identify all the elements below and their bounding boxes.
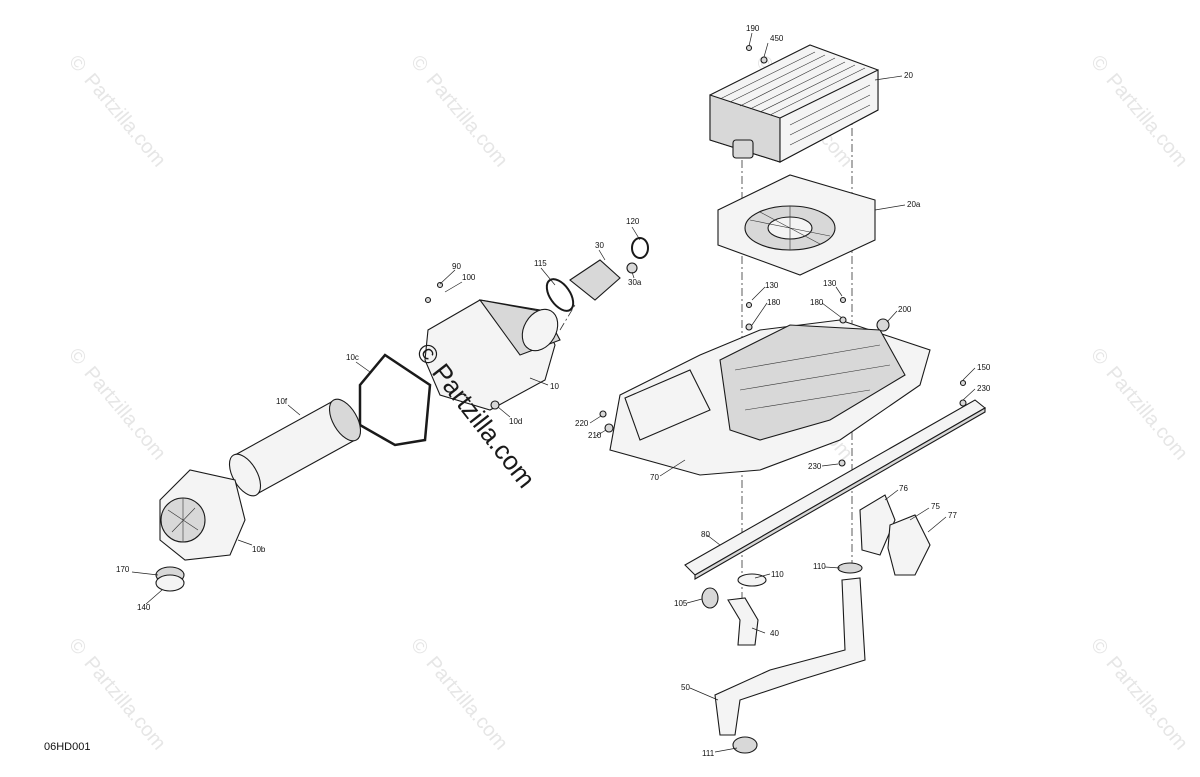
watermark-text: Partzilla.com (422, 652, 512, 754)
watermark-text: Partzilla.com (422, 69, 512, 171)
callout-100: 100 (462, 273, 476, 282)
callout-180-left: 180 (767, 298, 781, 307)
callout-190: 190 (746, 24, 760, 33)
callout-130-left: 130 (765, 281, 779, 290)
watermark-text: Partzilla.com (1102, 69, 1192, 171)
callout-90: 90 (452, 262, 461, 271)
copyright-icon: © (1086, 634, 1112, 660)
outlet-ducts (701, 562, 866, 754)
watermark-top-left: © Partzilla.com (64, 51, 170, 171)
watermark-text: Partzilla.com (1102, 362, 1192, 464)
callout-labels: 190 450 20 20a 120 30 115 30a 90 100 10c… (116, 24, 991, 758)
callout-220: 220 (575, 419, 589, 428)
callout-115: 115 (534, 259, 547, 268)
callout-20: 20 (904, 71, 913, 80)
intake-seal (155, 566, 185, 592)
copyright-icon: © (406, 51, 432, 77)
watermark-mid-left: © Partzilla.com (64, 344, 170, 464)
watermark-bottom-left: © Partzilla.com (64, 634, 170, 754)
copyright-icon: © (64, 344, 90, 370)
watermark-top-right: © Partzilla.com (1086, 51, 1192, 171)
callout-180-right: 180 (810, 298, 824, 307)
callout-230-top: 230 (977, 384, 991, 393)
copyright-icon: © (1086, 51, 1112, 77)
callout-130-right: 130 (823, 279, 837, 288)
callout-10d: 10d (509, 417, 522, 426)
callout-110-left: 110 (771, 570, 784, 579)
callout-50: 50 (681, 683, 690, 692)
callout-30: 30 (595, 241, 604, 250)
callout-76: 76 (899, 484, 908, 493)
diagram-code: 06HD001 (44, 741, 91, 753)
watermark-text: Partzilla.com (1102, 652, 1192, 754)
copyright-icon: © (1086, 344, 1112, 370)
intercooler-icon (709, 44, 879, 163)
callout-150: 150 (977, 363, 991, 372)
watermark-bottom-right: © Partzilla.com (1086, 634, 1192, 754)
airbox-housing (424, 299, 561, 411)
watermark-text: Partzilla.com (80, 69, 170, 171)
copyright-icon: © (64, 51, 90, 77)
filter-cover (159, 469, 246, 561)
leader-lines (131, 32, 976, 753)
callout-230-mid: 230 (808, 462, 822, 471)
callout-210: 210 (588, 431, 602, 440)
callout-10: 10 (550, 382, 559, 391)
watermark-top-center: © Partzilla.com (406, 51, 512, 171)
callout-105: 105 (674, 599, 688, 608)
callout-20a: 20a (907, 200, 921, 209)
fasteners (424, 44, 967, 467)
callout-110-right: 110 (813, 562, 826, 571)
callout-200: 200 (898, 305, 912, 314)
mounting-rail (684, 399, 986, 580)
watermark-mid-right: © Partzilla.com (1086, 344, 1192, 464)
callout-80: 80 (701, 530, 710, 539)
copyright-icon: © (64, 634, 90, 660)
callout-111: 111 (702, 749, 715, 758)
callout-75: 75 (931, 502, 940, 511)
airbox-tray (609, 319, 931, 476)
watermark-text: Partzilla.com (80, 362, 170, 464)
callout-70: 70 (650, 473, 659, 482)
callout-450: 450 (770, 34, 784, 43)
intake-coupler (545, 237, 649, 312)
callout-77: 77 (948, 511, 957, 520)
air-filter-icon (228, 398, 362, 497)
callout-10f: 10f (276, 397, 288, 406)
callout-10c: 10c (346, 353, 359, 362)
housing-gasket (358, 353, 432, 447)
watermark-text: Partzilla.com (80, 652, 170, 754)
callout-40: 40 (770, 629, 779, 638)
callout-170: 170 (116, 565, 130, 574)
copyright-icon: © (406, 634, 432, 660)
callout-120: 120 (626, 217, 640, 226)
callout-10b: 10b (252, 545, 266, 554)
watermark-bottom-center: © Partzilla.com (406, 634, 512, 754)
fan-shroud (717, 174, 876, 276)
callout-140: 140 (137, 603, 151, 612)
duct-brackets (859, 494, 931, 576)
callout-30a: 30a (628, 278, 642, 287)
